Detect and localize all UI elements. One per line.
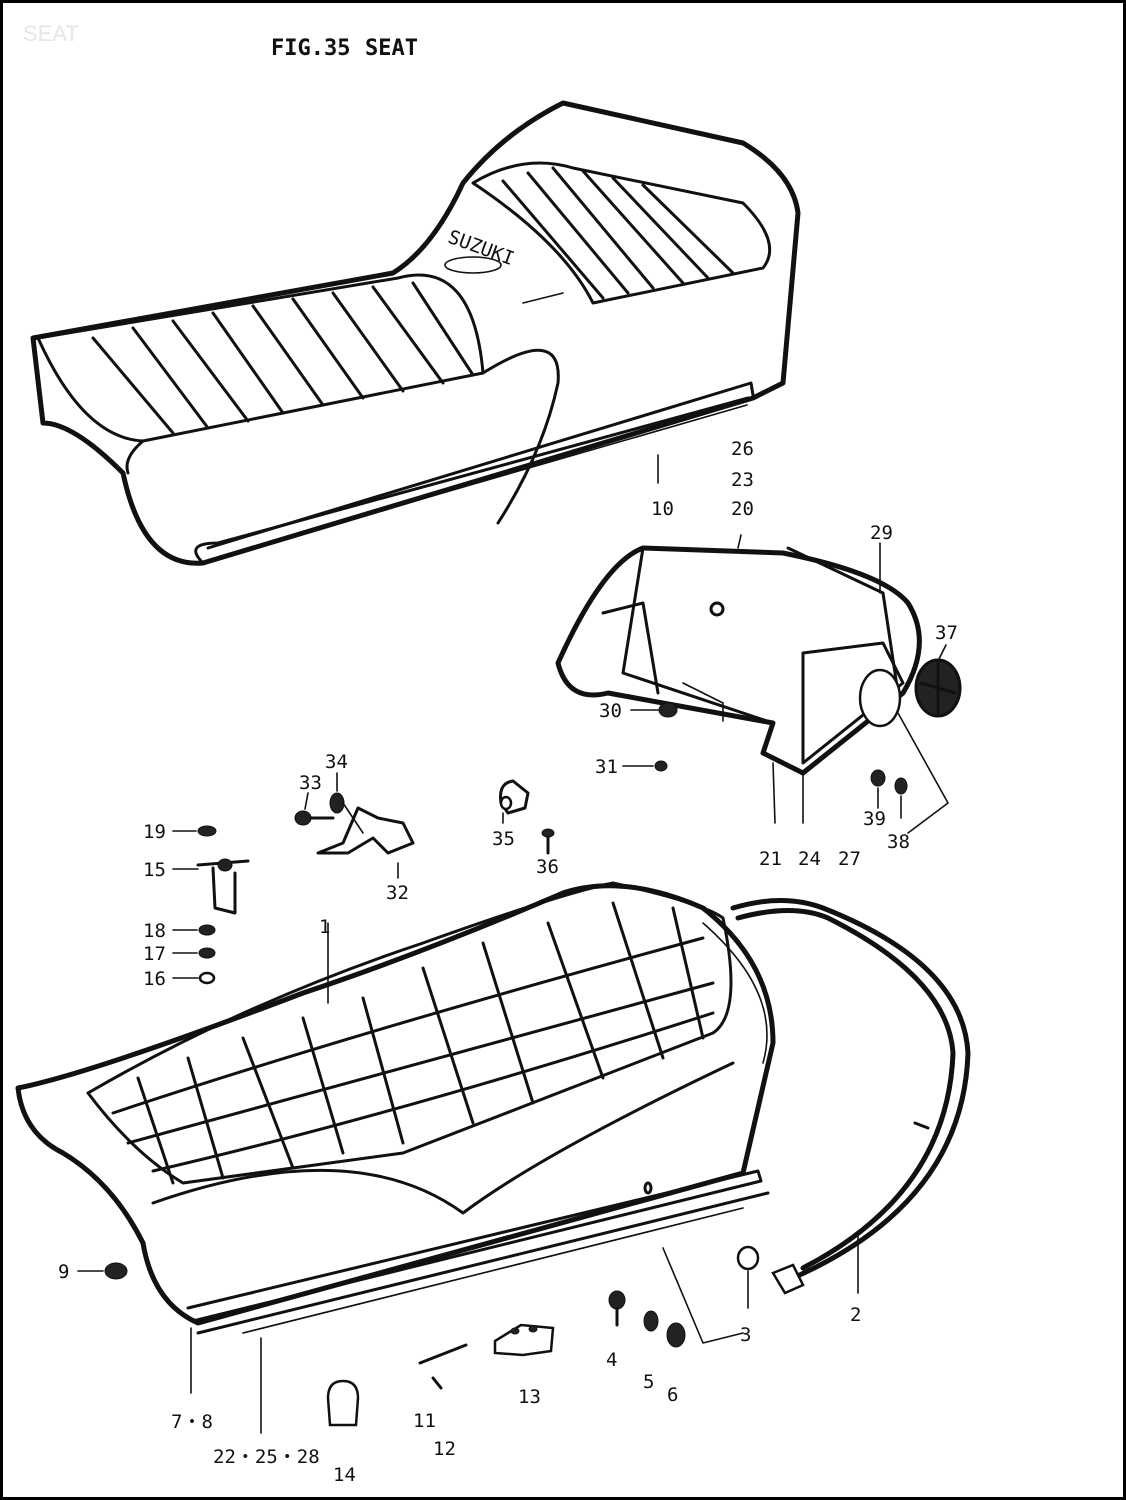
lower-seat-drawing — [15, 881, 776, 1344]
callout-30: 30 — [599, 700, 622, 722]
left-small-parts — [172, 825, 250, 985]
callout-10: 10 — [651, 498, 674, 520]
figure-title: SEAT — [365, 36, 418, 61]
logo-emblem-icon — [444, 256, 502, 274]
callout-6: 6 — [667, 1384, 678, 1406]
callout-17: 17 — [143, 943, 166, 965]
callout-9: 9 — [58, 1261, 69, 1283]
watermark-text: SEAT — [23, 21, 79, 46]
callout-22-25-28: 22・25・28 — [213, 1446, 320, 1468]
seat-lock-drawing — [294, 792, 415, 855]
callout-13: 13 — [518, 1386, 541, 1408]
seat-exploded-diagram: SEAT FIG.35 SEAT SUZUKI — [15, 21, 971, 1486]
upper-seat-drawing: SUZUKI — [30, 100, 801, 566]
grab-rail-drawing — [730, 898, 971, 1295]
callout-31: 31 — [595, 756, 618, 778]
callout-24: 24 — [798, 848, 821, 870]
callout-16: 16 — [143, 968, 166, 990]
callout-3: 3 — [740, 1324, 751, 1346]
callout-21: 21 — [759, 848, 782, 870]
figure-number: FIG.35 — [271, 36, 350, 61]
callout-15: 15 — [143, 859, 166, 881]
callout-18: 18 — [143, 920, 166, 942]
callout-11: 11 — [413, 1410, 436, 1432]
callout-26: 26 — [731, 438, 754, 460]
callout-19: 19 — [143, 821, 166, 843]
callout-2: 2 — [850, 1304, 861, 1326]
callout-33: 33 — [299, 772, 322, 794]
callout-35: 35 — [492, 828, 515, 850]
suzuki-logo-text: SUZUKI — [445, 226, 517, 270]
callout-32: 32 — [386, 882, 409, 904]
tail-cowl-drawing — [555, 545, 922, 776]
callout-7-8: 7・8 — [171, 1411, 213, 1433]
callout-39: 39 — [863, 808, 886, 830]
callout-20: 20 — [731, 498, 754, 520]
callout-5: 5 — [643, 1371, 654, 1393]
callout-12: 12 — [433, 1438, 456, 1460]
callout-23: 23 — [731, 469, 754, 491]
callout-1: 1 — [319, 916, 330, 938]
callout-38: 38 — [887, 831, 910, 853]
callout-14: 14 — [333, 1464, 356, 1486]
callout-29: 29 — [870, 522, 893, 544]
callout-37: 37 — [935, 622, 958, 644]
callout-27: 27 — [838, 848, 861, 870]
callout-36: 36 — [536, 856, 559, 878]
callout-34: 34 — [325, 751, 348, 773]
callout-4: 4 — [606, 1349, 617, 1371]
